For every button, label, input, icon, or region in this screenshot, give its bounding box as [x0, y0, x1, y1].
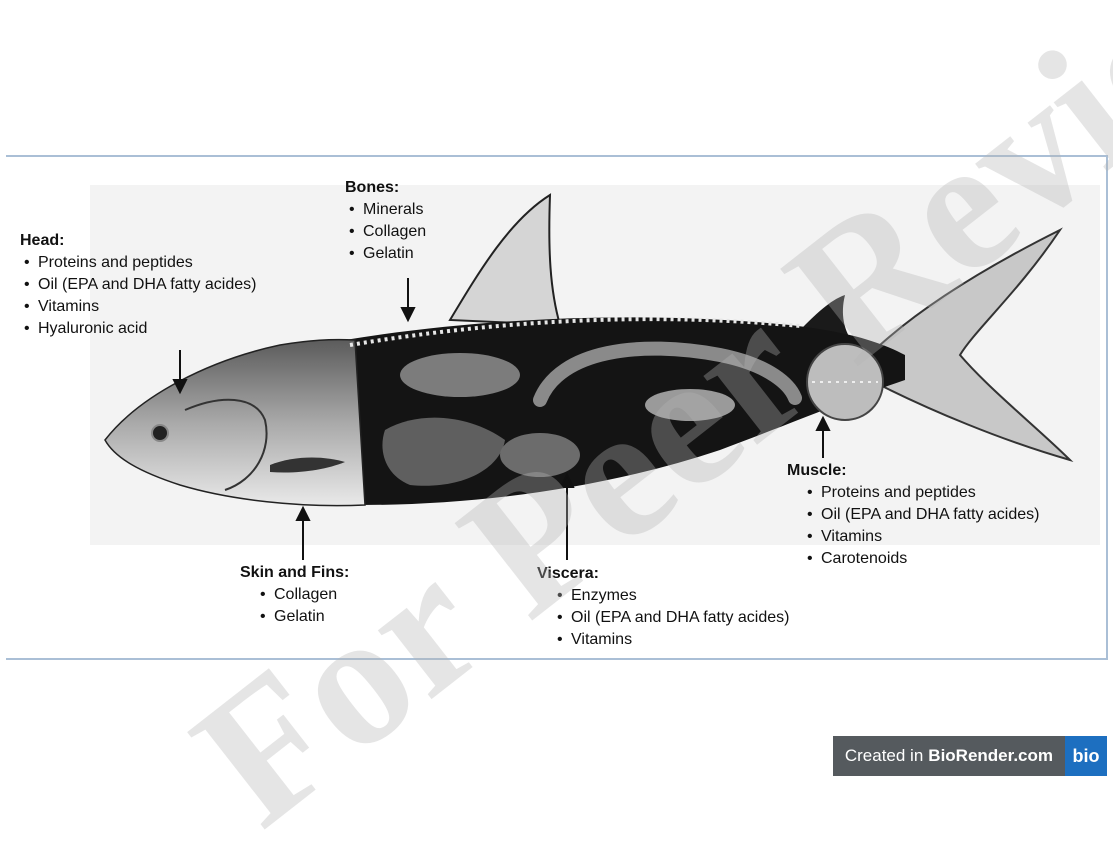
list-item: Collagen	[256, 584, 349, 606]
tail-fin	[880, 230, 1070, 460]
bones-label: Bones: Minerals Collagen Gelatin	[345, 177, 426, 265]
muscle-arrowhead	[817, 418, 829, 430]
list-item: Gelatin	[256, 606, 349, 628]
biorender-credit[interactable]: Created in BioRender.com bio	[833, 736, 1107, 776]
head-skin	[105, 340, 365, 506]
muscle-title: Muscle:	[787, 460, 1039, 482]
muscle-list: Proteins and peptides Oil (EPA and DHA f…	[787, 482, 1039, 570]
organ-swim-bladder	[400, 353, 520, 397]
head-title: Head:	[20, 230, 256, 252]
head-list: Proteins and peptides Oil (EPA and DHA f…	[20, 252, 256, 340]
organ-stomach	[500, 433, 580, 477]
eye	[152, 425, 168, 441]
bones-arrowhead	[402, 308, 414, 320]
skin-title: Skin and Fins:	[240, 562, 349, 584]
list-item: Proteins and peptides	[20, 252, 256, 274]
skin-arrowhead	[297, 508, 309, 520]
list-item: Minerals	[345, 199, 426, 221]
list-item: Vitamins	[553, 629, 789, 651]
credit-brand: BioRender.com	[928, 746, 1053, 766]
fish-illustration	[0, 0, 1113, 788]
list-item: Vitamins	[803, 526, 1039, 548]
bones-title: Bones:	[345, 177, 426, 199]
skin-list: Collagen Gelatin	[240, 584, 349, 628]
bones-list: Minerals Collagen Gelatin	[345, 199, 426, 265]
organ-pyloric-caeca	[645, 389, 735, 421]
list-item: Oil (EPA and DHA fatty acides)	[553, 607, 789, 629]
skin-label: Skin and Fins: Collagen Gelatin	[240, 562, 349, 628]
list-item: Enzymes	[553, 585, 789, 607]
list-item: Carotenoids	[803, 548, 1039, 570]
list-item: Gelatin	[345, 243, 426, 265]
list-item: Hyaluronic acid	[20, 318, 256, 340]
list-item: Oil (EPA and DHA fatty acides)	[20, 274, 256, 296]
viscera-list: Enzymes Oil (EPA and DHA fatty acides) V…	[537, 585, 789, 651]
biorender-logo: bio	[1065, 736, 1107, 776]
dorsal-fin	[450, 195, 560, 325]
credit-text: Created in	[845, 746, 923, 766]
list-item: Collagen	[345, 221, 426, 243]
head-label: Head: Proteins and peptides Oil (EPA and…	[20, 230, 256, 340]
list-item: Proteins and peptides	[803, 482, 1039, 504]
muscle-label: Muscle: Proteins and peptides Oil (EPA a…	[787, 460, 1039, 570]
viscera-label: Viscera: Enzymes Oil (EPA and DHA fatty …	[537, 563, 789, 651]
list-item: Oil (EPA and DHA fatty acides)	[803, 504, 1039, 526]
list-item: Vitamins	[20, 296, 256, 318]
viscera-title: Viscera:	[537, 563, 789, 585]
